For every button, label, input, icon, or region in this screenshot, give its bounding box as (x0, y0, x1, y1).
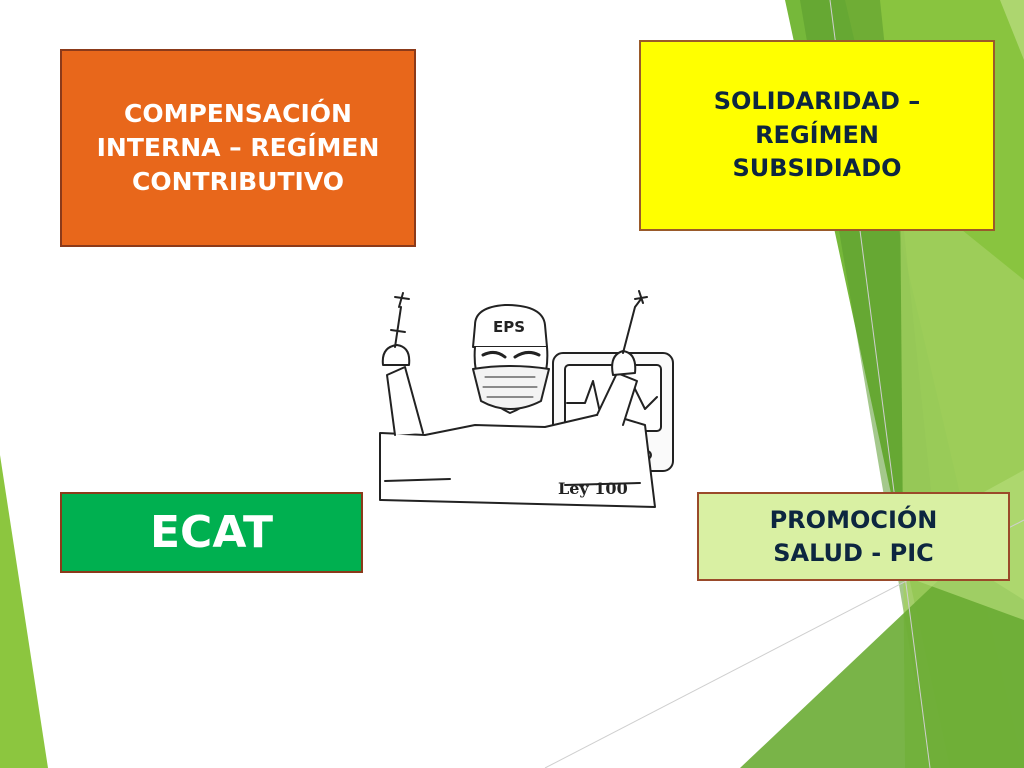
eps-surgeon-cartoon: EPS Ley 100 (365, 285, 680, 520)
compensacion-interna-label: COMPENSACIÓN INTERNA – REGÍMEN CONTRIBUT… (96, 99, 380, 196)
ecat-box: ECAT (60, 492, 363, 573)
compensacion-interna-box: COMPENSACIÓN INTERNA – REGÍMEN CONTRIBUT… (60, 49, 416, 247)
promocion-salud-box: PROMOCIÓN SALUD - PIC (697, 492, 1010, 581)
ecat-label: ECAT (150, 506, 273, 558)
promocion-salud-label: PROMOCIÓN SALUD - PIC (769, 506, 938, 567)
cartoon-cap-text: EPS (493, 318, 525, 336)
cartoon-caption: Ley 100 (558, 479, 628, 498)
solidaridad-label: SOLIDARIDAD – REGÍMEN SUBSIDIADO (713, 87, 921, 183)
solidaridad-box: SOLIDARIDAD – REGÍMEN SUBSIDIADO (639, 40, 995, 231)
